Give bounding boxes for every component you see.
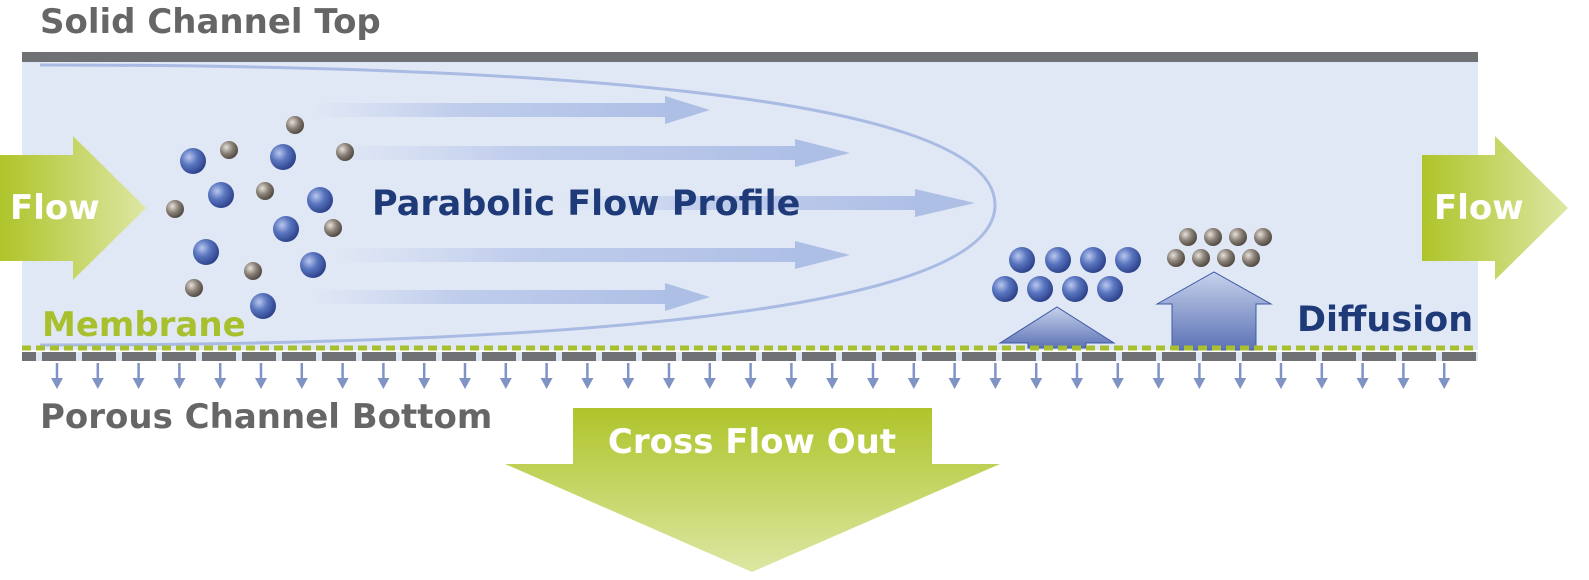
- small-particle: [286, 116, 304, 134]
- pore-arrow-icon: [1234, 363, 1247, 389]
- cross-flow-out-arrow: Cross Flow Out: [505, 408, 1000, 572]
- pore-outflow-arrows: [51, 363, 1451, 389]
- large-particle: [1062, 276, 1088, 302]
- flow-profile-arrows: [310, 96, 975, 311]
- pore-arrow-icon: [581, 363, 594, 389]
- pore-arrow-icon: [948, 363, 961, 389]
- up-arrow-icon: [1155, 271, 1273, 351]
- pore-arrow-icon: [703, 363, 716, 389]
- pore-arrow-icon: [907, 363, 920, 389]
- pore-arrow-icon: [132, 363, 145, 389]
- pore-arrow-icon: [91, 363, 104, 389]
- particle-cloud: [166, 116, 354, 319]
- flow-arrow-4: [330, 241, 850, 269]
- pore-arrow-icon: [989, 363, 1002, 389]
- pore-arrow-icon: [377, 363, 390, 389]
- pore-arrow-icon: [867, 363, 879, 389]
- large-particle: [180, 148, 206, 174]
- concentrated-small-particles: [1167, 228, 1272, 267]
- pore-arrow-icon: [826, 363, 839, 389]
- pore-arrow-icon: [663, 363, 675, 389]
- small-particle: [336, 143, 354, 161]
- porous-channel-bottom-wall: [22, 352, 1478, 361]
- large-particle: [208, 182, 234, 208]
- porous-channel-bottom-label: Porous Channel Bottom: [40, 397, 492, 437]
- large-particle: [1080, 247, 1106, 273]
- flow-arrow-5: [310, 283, 710, 311]
- small-particle: [256, 182, 274, 200]
- small-particle: [324, 219, 342, 237]
- large-particle: [250, 293, 276, 319]
- large-particle: [300, 252, 326, 278]
- large-particle: [270, 144, 296, 170]
- solid-channel-top-wall: [22, 52, 1478, 62]
- pore-arrow-icon: [418, 363, 431, 389]
- parabolic-flow-profile-label: Parabolic Flow Profile: [372, 184, 800, 224]
- large-particle: [1045, 247, 1071, 273]
- large-particle: [1097, 276, 1123, 302]
- pore-arrow-icon: [255, 363, 267, 389]
- right-arrow-icon: [0, 136, 146, 280]
- flow-arrow-1: [310, 96, 710, 124]
- large-particle: [273, 216, 299, 242]
- large-particle: [1115, 247, 1141, 273]
- pore-arrow-icon: [1111, 363, 1124, 389]
- pore-arrow-icon: [336, 363, 349, 389]
- small-particle: [1254, 228, 1272, 246]
- small-particle: [185, 279, 203, 297]
- flow-arrow-3: [560, 189, 975, 217]
- small-particle: [166, 200, 184, 218]
- small-particle: [1192, 249, 1210, 267]
- large-particle: [992, 276, 1018, 302]
- flow-out-label: Flow: [1434, 188, 1524, 228]
- down-arrow-icon: [505, 408, 1000, 572]
- pore-arrow-icon: [1275, 363, 1287, 389]
- pore-arrow-icon: [744, 363, 757, 389]
- pore-arrow-icon: [295, 363, 308, 389]
- flow-out-arrow: Flow: [1422, 136, 1568, 280]
- pore-arrow-icon: [1152, 363, 1165, 389]
- pore-arrow-icon: [1030, 363, 1043, 389]
- membrane-label: Membrane: [42, 305, 246, 345]
- pore-arrow-icon: [622, 363, 635, 389]
- pore-arrow-icon: [1315, 363, 1328, 389]
- pore-arrow-icon: [51, 363, 63, 389]
- large-particle: [193, 239, 219, 265]
- pore-arrow-icon: [1397, 363, 1410, 389]
- large-particle: [307, 187, 333, 213]
- diffusion-label: Diffusion: [1297, 300, 1473, 340]
- solid-channel-top-label: Solid Channel Top: [40, 2, 381, 42]
- small-particle: [1179, 228, 1197, 246]
- pore-arrow-icon: [214, 363, 227, 389]
- small-particle: [1229, 228, 1247, 246]
- small-particle: [1242, 249, 1260, 267]
- flow-in-arrow: Flow: [0, 136, 146, 280]
- flow-arrow-2: [330, 139, 850, 167]
- pore-arrow-icon: [459, 363, 471, 389]
- flow-in-label: Flow: [10, 188, 100, 228]
- large-particle: [1027, 276, 1053, 302]
- small-particle: [1217, 249, 1235, 267]
- pore-arrow-icon: [1438, 363, 1451, 389]
- pore-arrow-icon: [1356, 363, 1369, 389]
- pore-arrow-icon: [540, 363, 553, 389]
- pore-arrow-icon: [499, 363, 512, 389]
- diffusion-arrows: [998, 271, 1273, 351]
- concentrated-large-particles: [992, 247, 1141, 302]
- small-particle: [1204, 228, 1222, 246]
- small-particle: [244, 262, 262, 280]
- small-particle: [1167, 249, 1185, 267]
- right-arrow-icon: [1422, 136, 1568, 280]
- pore-arrow-icon: [1071, 363, 1083, 389]
- parabolic-profile-curve: [39, 63, 997, 347]
- pore-arrow-icon: [173, 363, 186, 389]
- large-particle: [1009, 247, 1035, 273]
- small-particle: [220, 141, 238, 159]
- cross-flow-out-label: Cross Flow Out: [608, 422, 896, 462]
- pore-arrow-icon: [785, 363, 798, 389]
- pore-arrow-icon: [1193, 363, 1206, 389]
